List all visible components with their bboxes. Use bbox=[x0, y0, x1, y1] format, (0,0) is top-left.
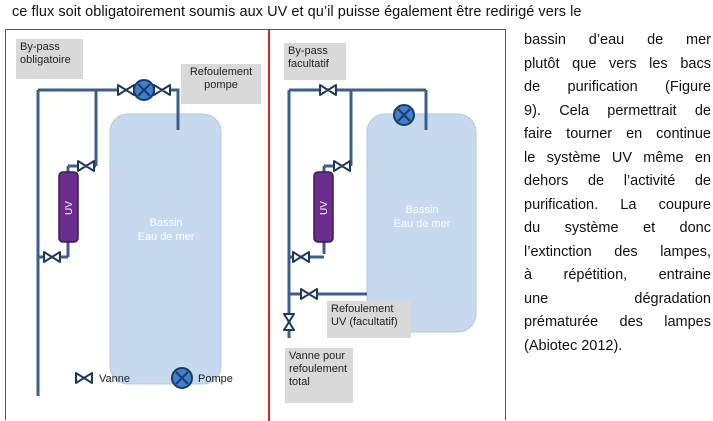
right-valve-vertical-icon bbox=[283, 313, 295, 331]
left-uv-label: UV bbox=[64, 201, 75, 215]
side-text-line: à répétition, entraine bbox=[524, 267, 711, 283]
left-uv-lamp bbox=[58, 171, 79, 243]
legend-pompe-icon bbox=[171, 367, 193, 389]
right-tank-label-1: Bassin bbox=[405, 204, 438, 216]
side-text-line: prématurée des lampes bbox=[524, 314, 711, 330]
right-valve-4-icon bbox=[300, 288, 318, 300]
right-valve-1-icon bbox=[319, 84, 337, 96]
side-text-line: de purification (Figure bbox=[524, 79, 711, 95]
side-text-line: plutôt que vers les bacs bbox=[524, 55, 711, 72]
left-valve-2-icon bbox=[153, 84, 171, 96]
left-refoulement-pompe-label: Refoulement pompe bbox=[181, 64, 261, 104]
body-text-side-column: bassin d’eau de mer plutôt que vers les … bbox=[524, 29, 711, 358]
right-uv-label: UV bbox=[319, 201, 330, 215]
left-valve-3-icon bbox=[77, 160, 95, 172]
legend-vanne-icon bbox=[75, 372, 93, 384]
right-tank-label-2: Eau de mer bbox=[394, 218, 451, 230]
side-text-line: dehors de l’activité de bbox=[524, 173, 711, 189]
legend-pompe-label: Pompe bbox=[198, 373, 233, 385]
right-uv-lamp bbox=[313, 171, 334, 243]
left-valve-4-icon bbox=[43, 251, 61, 263]
side-text-line: (Abiotec 2012). bbox=[524, 337, 623, 354]
side-text-line: 9). Cela permettrait de bbox=[524, 102, 711, 119]
right-valve-2-icon bbox=[333, 160, 351, 172]
left-tank bbox=[109, 113, 222, 385]
legend-vanne-label: Vanne bbox=[99, 373, 130, 385]
side-text-line: du système et donc bbox=[524, 220, 711, 236]
side-text-line: l’extinction des lampes, bbox=[524, 243, 711, 260]
left-tank-label-1: Bassin bbox=[149, 217, 182, 229]
right-diagram: Bassin Eau de mer UV bbox=[283, 84, 477, 338]
side-text-line: bassin d’eau de mer bbox=[524, 32, 711, 48]
right-pump-icon bbox=[393, 104, 415, 126]
side-text-line: faire tourner en continue bbox=[524, 126, 711, 142]
right-vanne-total-label: Vanne pour refoulement total bbox=[285, 348, 353, 403]
left-valve-1-icon bbox=[117, 84, 135, 96]
side-text-line: une dégradation bbox=[524, 290, 711, 307]
figure-9-uv-bypass-diagram: Bassin Eau de mer UV bbox=[5, 29, 506, 421]
right-refoulement-uv-label: Refoulement UV (facultatif) bbox=[327, 301, 411, 338]
diagram-canvas: Bassin Eau de mer UV bbox=[36, 30, 477, 421]
side-text-line: le système UV même en bbox=[524, 149, 711, 166]
body-text-top-line: ce flux soit obligatoirement soumis aux … bbox=[12, 4, 582, 20]
right-bypass-label: By-pass facultatif bbox=[284, 43, 346, 80]
left-bypass-label: By-pass obligatoire bbox=[16, 39, 83, 79]
legend: Vanne Pompe bbox=[75, 367, 233, 389]
left-diagram: Bassin Eau de mer UV bbox=[36, 79, 222, 396]
left-tank-label-2: Eau de mer bbox=[138, 231, 195, 243]
right-tank bbox=[366, 113, 477, 333]
side-text-line: purification. La coupure bbox=[524, 196, 711, 213]
left-pump-icon bbox=[133, 79, 155, 101]
right-valve-3-icon bbox=[292, 251, 310, 263]
